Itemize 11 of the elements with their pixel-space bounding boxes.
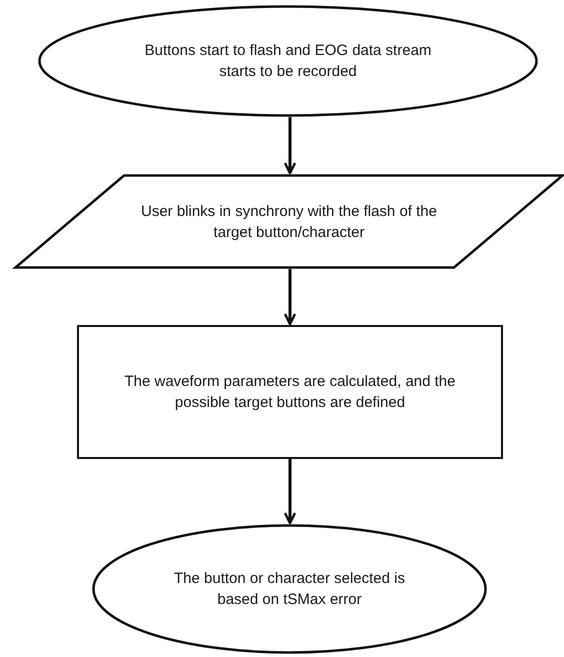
arrow [284,269,296,326]
node-text: User blinks in synchrony with the flash of the target button/character [140,202,438,242]
node-text: The waveform parameters are calculated, and the possible target buttons are defined [123,372,456,413]
terminal-ellipse [92,524,487,654]
arrow [284,117,296,174]
terminal-ellipse [38,5,538,117]
node-text: The button or character selected is based on tSMax error [173,569,406,610]
node-text: Buttons start to flash and EOG data stream starts to be recorded [144,41,432,82]
arrow [284,459,296,524]
process-box [77,325,503,459]
input-parallelogram [14,174,564,269]
